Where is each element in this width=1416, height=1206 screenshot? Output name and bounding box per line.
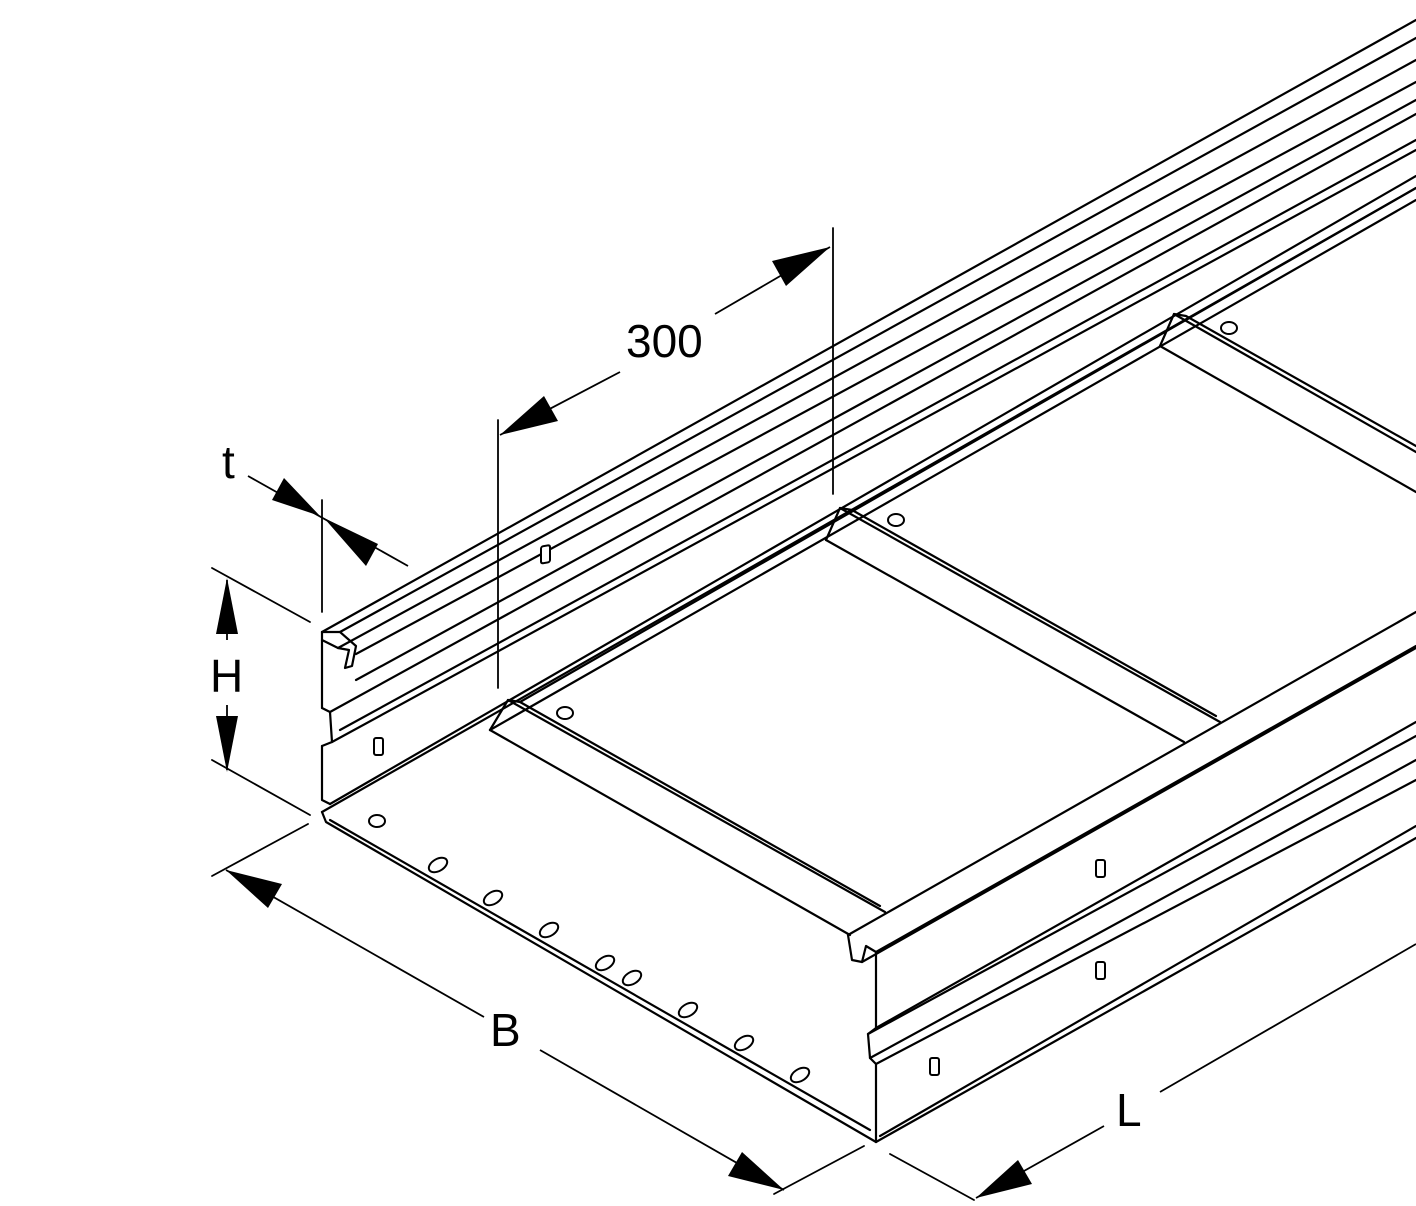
dimension-arrow: [272, 478, 320, 516]
dimension-label-l: L: [1116, 1084, 1142, 1136]
far-rail-inner-edge: [488, 186, 1416, 732]
dimension-arrow: [500, 396, 558, 435]
dimension-label-300: 300: [626, 315, 703, 367]
dimension-b: B: [211, 823, 865, 1195]
dimension-l: L: [889, 943, 1416, 1201]
dimension-label-h: H: [210, 650, 243, 702]
dimension-arrow: [976, 1160, 1032, 1198]
dimension-t: t: [222, 436, 409, 613]
dimension-arrow: [216, 578, 238, 634]
rung-1: [488, 698, 887, 937]
dimension-arrow: [226, 870, 282, 908]
dimension-h: H: [210, 567, 311, 816]
dimension-arrow: [324, 518, 378, 566]
front-bottom-edge: [320, 810, 878, 1144]
far-side-rail: [320, 18, 1416, 814]
near-side-rail: [846, 610, 1416, 1144]
rung-2: [824, 506, 1222, 744]
dimension-arrow: [772, 247, 830, 286]
dimension-label-t: t: [222, 436, 235, 488]
dimension-300: 300: [497, 227, 834, 689]
dimension-label-b: B: [490, 1004, 521, 1056]
rung-3: [1158, 312, 1416, 494]
dimension-arrow: [728, 1152, 784, 1190]
dimension-arrow: [216, 716, 238, 772]
